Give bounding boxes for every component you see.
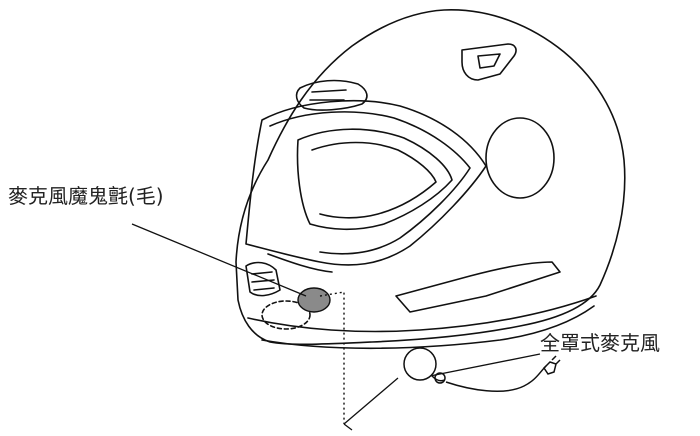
side-panel-line [395,261,561,313]
helmet-lower-trim [261,305,595,350]
mic-connector [434,372,446,384]
chin-vent-slats [251,271,275,291]
visor-pivot [485,117,555,199]
forehead-vent [295,79,368,111]
chin-vent [245,261,281,297]
eye-port-inner [311,141,437,219]
dotted-bracket [319,291,345,424]
mic-cable [445,365,547,392]
label-mic-windscreen: 麥克風魔鬼氈(毛) [8,184,164,208]
forehead-vent-slot [309,89,347,101]
eye-port [296,128,453,231]
visor-inner-line [269,111,471,255]
mic-placement-guide [261,300,311,330]
breath-guard [267,253,333,273]
top-vent-slot [477,53,501,69]
visor-outline [245,99,487,266]
leader-line-fullface [419,353,541,379]
leader-line-windscreen [131,223,307,297]
microphone-assembly [403,347,561,392]
bracket-lines [343,377,399,431]
top-vent [461,43,517,81]
cable-plug-icon [543,355,561,375]
helmet-shell-outline [235,9,626,346]
microphone-icon [403,347,437,381]
mic-neck [431,375,445,382]
mic-windscreen-pad [297,287,331,313]
label-full-face-mic: 全罩式麥克風 [540,331,660,355]
